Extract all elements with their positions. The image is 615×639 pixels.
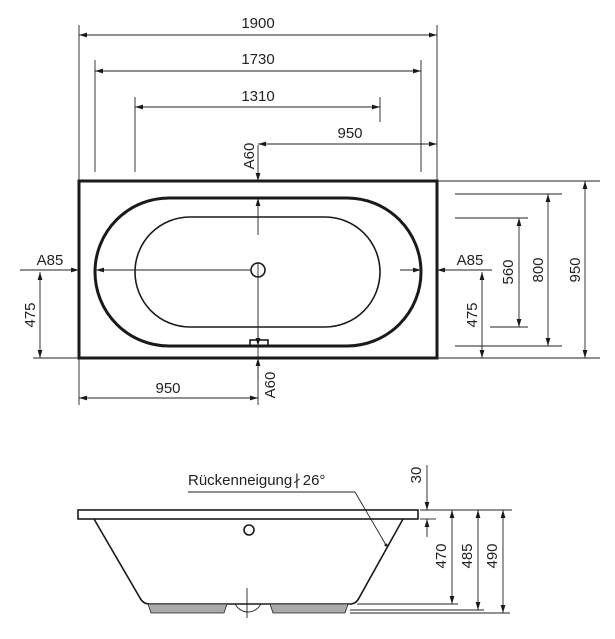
- backrest-leader: [188, 491, 387, 546]
- dim-485: 485: [459, 543, 476, 568]
- side-dimension-lines: [424, 465, 506, 613]
- side-view: Rückenneigung∤26° 30 470 485 490: [77, 465, 512, 618]
- dim-1730: 1730: [241, 51, 274, 68]
- dim-950-right: 950: [567, 257, 584, 282]
- right-foot: [269, 603, 349, 614]
- top-view: 1900 1730 1310 950 A60 A85 A85 475 950 A…: [20, 15, 600, 405]
- side-extension-lines: [350, 509, 512, 614]
- extension-lines: [20, 25, 600, 405]
- overflow-icon: [243, 524, 255, 536]
- drain-bump: [234, 603, 262, 613]
- tub-body: [93, 518, 404, 605]
- dim-a60-top: A60: [241, 143, 258, 170]
- dim-950-top: 950: [337, 125, 362, 142]
- dimension-lines: [37, 32, 588, 401]
- dim-a60-bottom: A60: [262, 372, 279, 399]
- dim-800: 800: [530, 257, 547, 282]
- dim-a85-left: A85: [37, 252, 64, 269]
- leader-dot: [384, 543, 388, 547]
- dim-470: 470: [433, 543, 450, 568]
- inner-basin: [134, 216, 381, 328]
- dim-490: 490: [484, 543, 501, 568]
- dim-1310: 1310: [241, 88, 274, 105]
- dim-560: 560: [500, 259, 517, 284]
- dim-a85-right: A85: [457, 252, 484, 269]
- dim-1900: 1900: [241, 15, 274, 32]
- left-foot: [147, 603, 228, 614]
- dim-475-left: 475: [22, 302, 39, 327]
- tub-rim: [77, 509, 419, 520]
- dim-475-right: 475: [464, 302, 481, 327]
- dim-30: 30: [408, 467, 425, 484]
- backrest-label: Rückenneigung∤26°: [188, 472, 325, 489]
- dim-950-bottom: 950: [155, 380, 180, 397]
